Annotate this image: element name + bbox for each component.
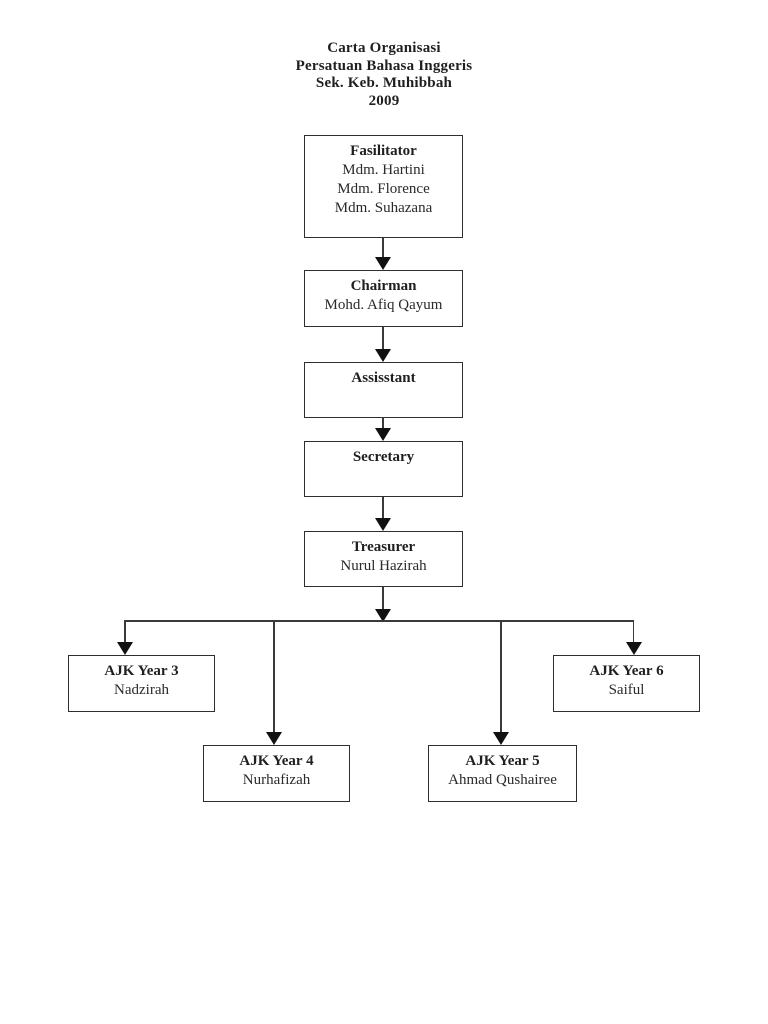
org-node-title: Secretary — [352, 449, 415, 465]
connector-rail-ajk-year-5 — [500, 620, 502, 732]
org-node-secretary: Secretary — [304, 441, 463, 497]
org-node-title: Assisstant — [351, 370, 416, 386]
org-node-member: Nurhafizah — [242, 772, 311, 788]
org-node-title: AJK Year 3 — [104, 663, 179, 679]
arrow-down-icon — [375, 349, 391, 362]
org-node-ajk-year-3: AJK Year 3 Nadzirah — [68, 655, 215, 712]
connector-secretary-treasurer — [382, 497, 384, 518]
org-node-member: Nurul Hazirah — [340, 558, 427, 574]
connector-treasurer-rail — [382, 587, 384, 609]
connector-rail-ajk-year-3 — [124, 620, 126, 642]
arrow-down-icon — [493, 732, 509, 745]
arrow-down-icon — [375, 518, 391, 531]
org-node-title: AJK Year 6 — [589, 663, 664, 679]
connector-fasilitator-chairman — [382, 238, 384, 257]
org-node-member: Mohd. Afiq Qayum — [324, 297, 443, 313]
connector-branch-rail — [124, 620, 634, 622]
org-node-treasurer: Treasurer Nurul Hazirah — [304, 531, 463, 587]
arrow-down-icon — [375, 257, 391, 270]
arrow-down-icon — [117, 642, 133, 655]
chart-title: Carta Organisasi Persatuan Bahasa Ingger… — [0, 40, 768, 110]
org-node-ajk-year-4: AJK Year 4 Nurhafizah — [203, 745, 350, 802]
org-node-member: Mdm. Florence — [337, 181, 430, 197]
arrow-down-icon — [625, 642, 642, 655]
org-node-member: Saiful — [608, 682, 645, 698]
org-node-title: AJK Year 5 — [465, 753, 540, 769]
org-node-ajk-year-5: AJK Year 5 Ahmad Qushairee — [428, 745, 577, 802]
org-node-fasilitator: Fasilitator Mdm. Hartini Mdm. Florence M… — [304, 135, 463, 238]
org-node-member: Ahmad Qushairee — [448, 772, 557, 788]
org-node-assistant: Assisstant — [304, 362, 463, 418]
chart-title-line-2: Persatuan Bahasa Inggeris — [295, 57, 473, 74]
arrow-down-icon — [266, 732, 282, 745]
chart-title-line-1: Carta Organisasi — [327, 40, 441, 56]
org-node-member: Nadzirah — [114, 682, 169, 698]
chart-title-line-4: 2009 — [368, 92, 400, 109]
org-node-member: Mdm. Hartini — [342, 162, 425, 178]
org-node-ajk-year-6: AJK Year 6 Saiful — [553, 655, 700, 712]
org-node-title: Chairman — [350, 278, 417, 294]
connector-rail-ajk-year-6 — [632, 620, 635, 642]
org-node-title: AJK Year 4 — [239, 753, 314, 769]
chart-title-line-3: Sek. Keb. Muhibbah — [315, 75, 453, 91]
org-node-title: Treasurer — [351, 539, 416, 555]
arrow-down-icon — [375, 609, 391, 622]
connector-rail-ajk-year-4 — [273, 620, 275, 732]
org-node-title: Fasilitator — [350, 143, 417, 159]
connector-assistant-secretary — [382, 417, 384, 428]
org-node-chairman: Chairman Mohd. Afiq Qayum — [304, 270, 463, 327]
arrow-down-icon — [375, 428, 391, 441]
org-node-member: Mdm. Suhazana — [334, 200, 433, 216]
connector-chairman-assistant — [382, 327, 384, 349]
